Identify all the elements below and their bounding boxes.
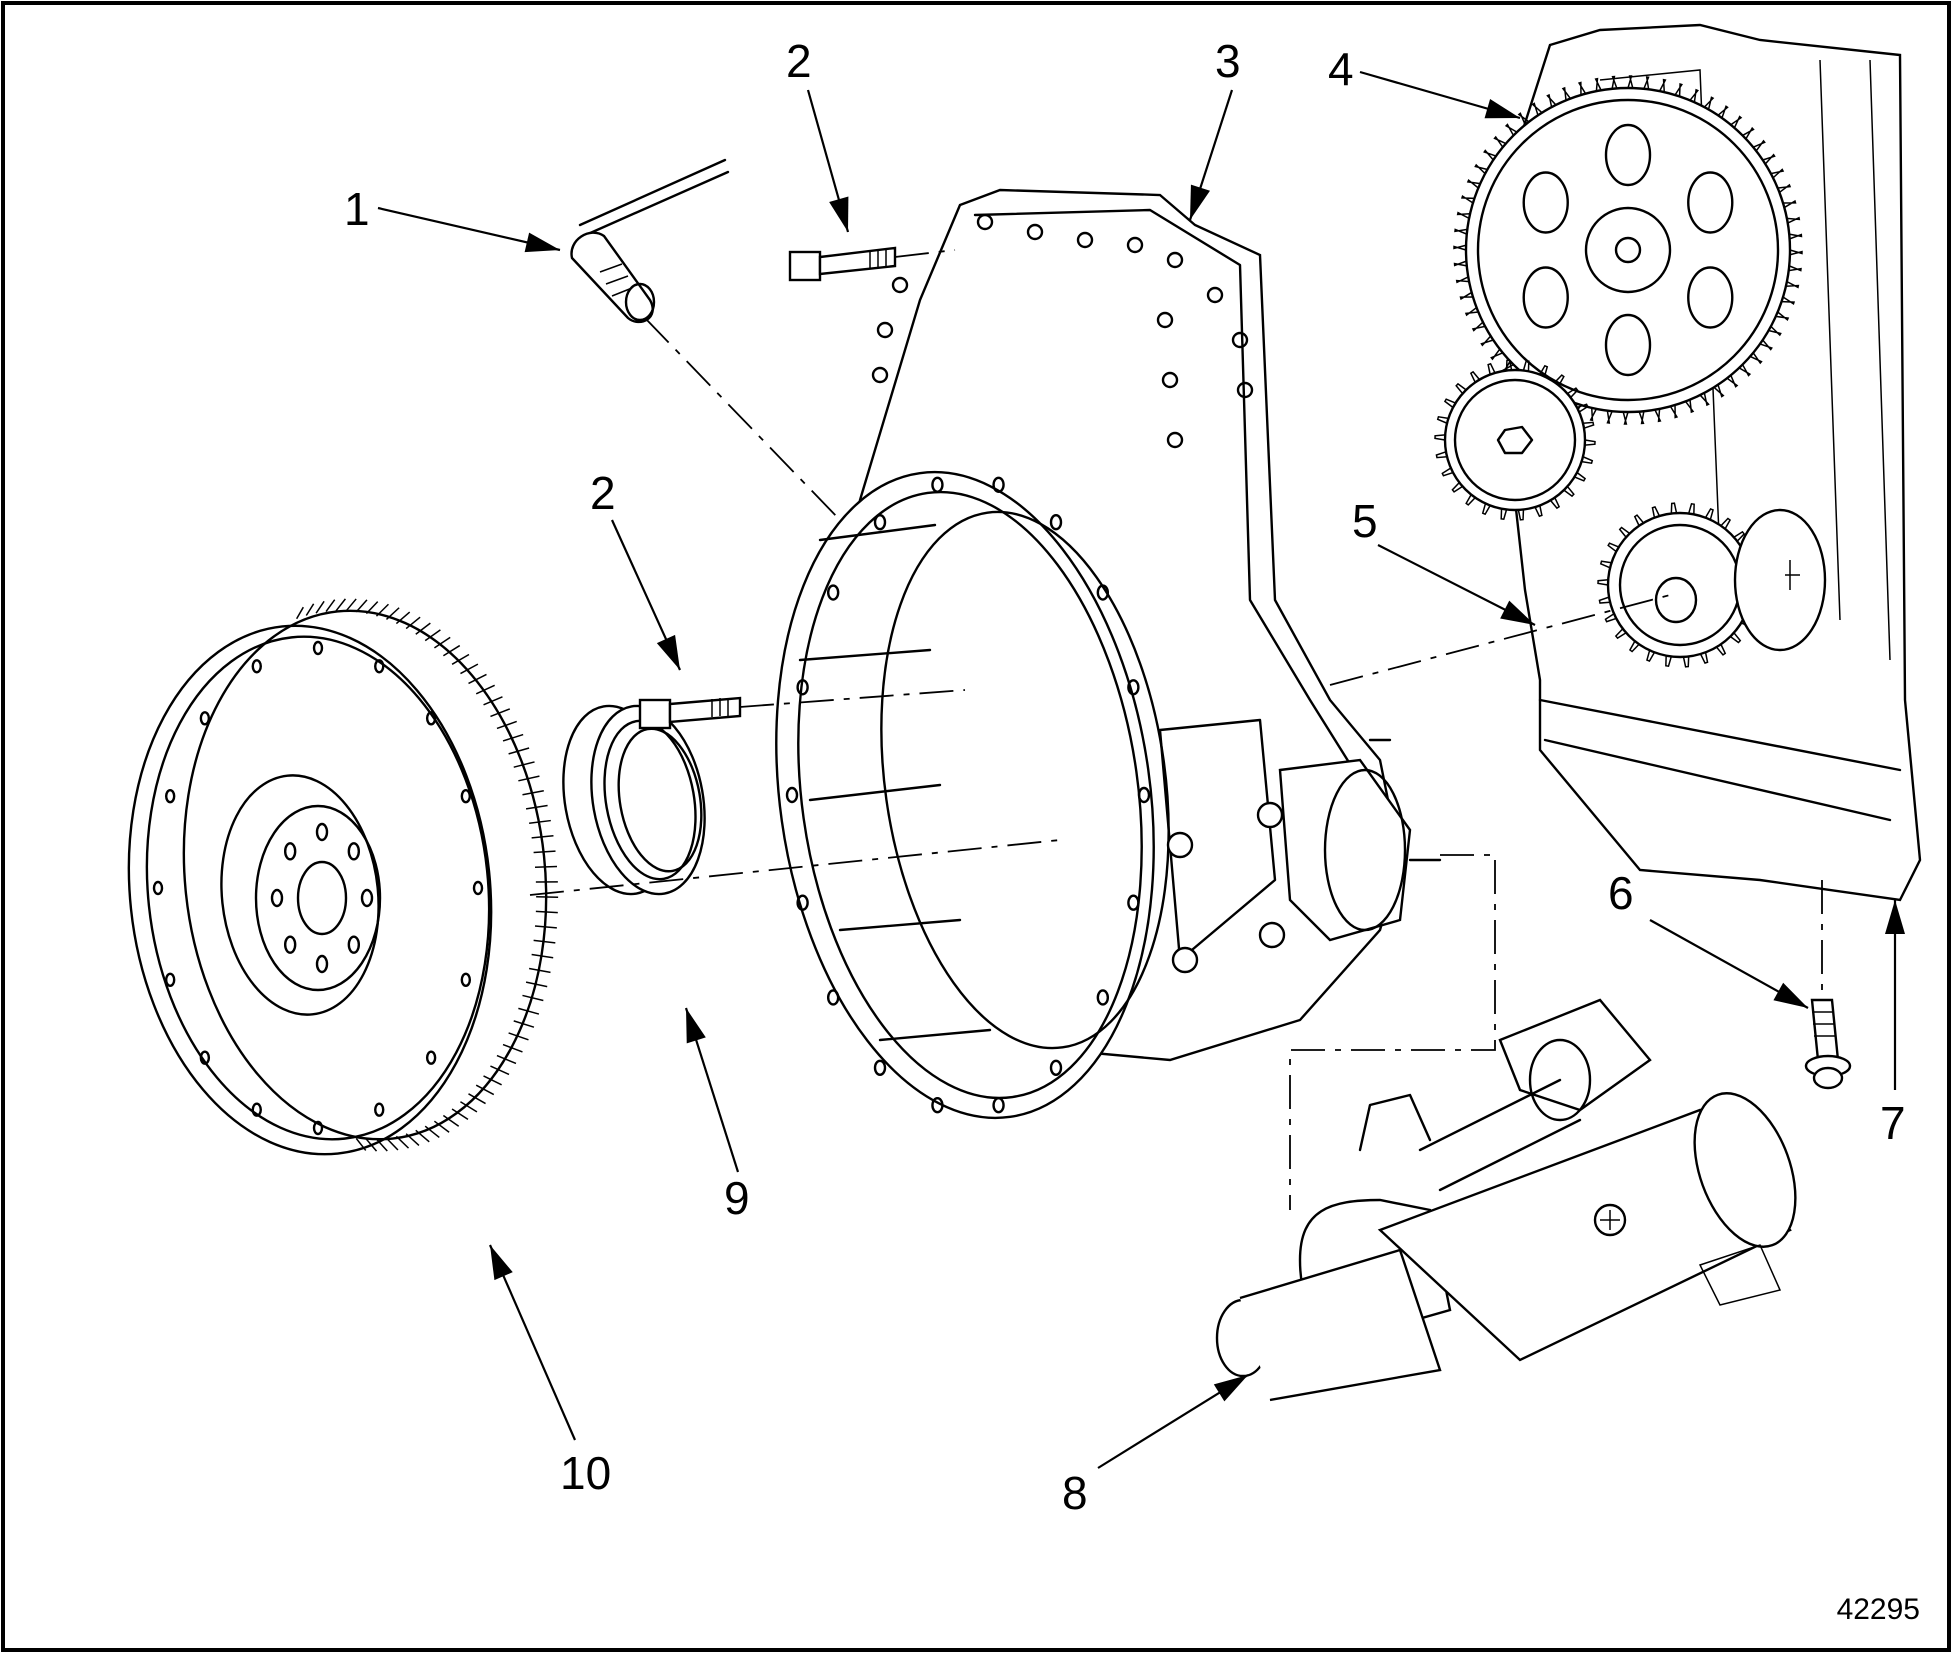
assembly-center-lines: [529, 249, 1823, 1210]
crankshaft-seal: [562, 704, 706, 896]
callout-8-starter: 8: [1062, 1467, 1088, 1519]
engine-block-gear-train: [1434, 23, 1922, 902]
leader-lines: [377, 70, 1905, 1469]
callout-2-bolt-upper: 2: [786, 35, 812, 87]
figure-number: 42295: [1836, 1593, 1920, 1626]
speed-sensor: [570, 158, 730, 324]
callout-2-bolt-lower: 2: [590, 467, 616, 519]
flywheel-housing: [775, 188, 1442, 1120]
callout-3-flywheel-housing: 3: [1215, 35, 1241, 87]
callout-5-crank-gear: 5: [1352, 495, 1378, 547]
callout-7-oil-pan: 7: [1880, 1097, 1906, 1149]
callout-6-bolt: 6: [1608, 867, 1634, 919]
callout-1-speed-sensor: 1: [344, 183, 370, 235]
callout-10-flywheel: 10: [560, 1447, 612, 1499]
flywheel: [127, 598, 559, 1156]
bolt-lower: [638, 696, 742, 730]
bolt-upper: [788, 246, 897, 282]
callout-4-gear-train: 4: [1328, 43, 1354, 95]
bolt-6: [1804, 998, 1852, 1090]
starter-motor: [1215, 998, 1797, 1402]
callout-9-seal: 9: [724, 1172, 750, 1224]
